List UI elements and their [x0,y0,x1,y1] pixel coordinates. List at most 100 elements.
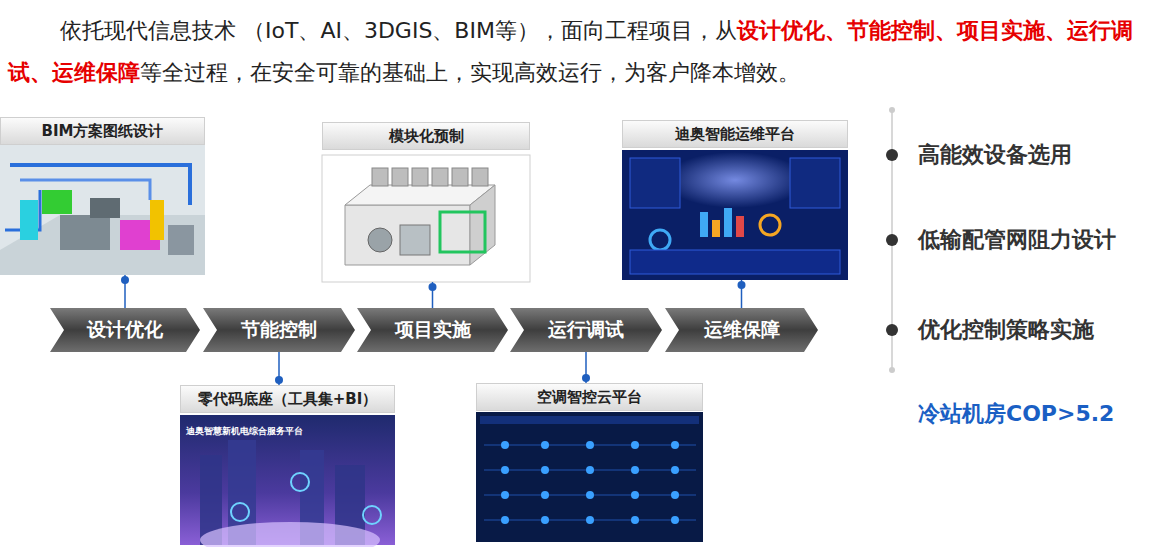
ops-platform-illustration [650,230,670,250]
module-illustration [412,168,428,186]
cloud-control-illustration [476,412,703,542]
bim-illustration [0,145,205,275]
bim-illustration [60,215,110,250]
image-panel: BIM方案图纸设计 [0,117,205,275]
chevron-fill [203,308,355,352]
bullet-rail [889,367,895,373]
step-label: 运维保障 [704,317,780,343]
zero-code-illustration [200,522,380,547]
connector-dot [275,376,283,384]
connector-dot [738,281,746,289]
image-panel: 模块化预制 [322,122,530,282]
ops-platform-illustration [736,216,744,237]
process-chevron: 项目实施 [357,308,508,352]
bullet-rail [886,107,898,373]
equipment-dots [631,466,639,474]
ops-platform-illustration [630,250,840,274]
bullet-rail [889,107,895,113]
equipment-dots [586,491,594,499]
module-illustration [345,185,495,205]
connector-dot [429,283,437,291]
bim-illustration [168,225,194,255]
ops-platform-illustration [700,212,708,237]
connector-group [429,282,437,308]
zero-code-illustration [180,415,395,547]
bim-illustration [42,190,72,214]
chevron-fill [510,308,662,352]
ops-platform-illustration [665,152,805,208]
ops-platform-illustration [622,150,848,280]
equipment-dots [586,466,594,474]
module-illustration [368,228,392,252]
zero-code-illustration [291,473,309,491]
equipment-dots [586,441,594,449]
equipment-dots [631,441,639,449]
step-label: 运行调试 [548,317,624,343]
panel-heading: 迪奥智能运维平台 [622,120,848,148]
image-panel: 零代码底座（工具集+BI） 迪奥智慧新机电综合服务平台 [180,385,395,545]
module-illustration [322,155,530,282]
intro-paragraph: 依托现代信息技术 （IoT、AI、3DGIS、BIM等），面向工程项目，从设计优… [8,10,1141,94]
zero-code-illustration [363,506,381,524]
module-illustration [372,168,388,186]
connector-group [582,352,590,383]
step-label: 项目实施 [395,317,471,343]
equipment-dots [671,516,679,524]
equipment-dots [501,466,509,474]
chevron-fill [665,308,818,352]
equipment-dots [541,466,549,474]
ops-platform-illustration [622,150,848,280]
panel-heading: 零代码底座（工具集+BI） [180,385,395,413]
equipment-dots [501,516,509,524]
process-chevron: 运维保障 [665,308,818,352]
bim-illustration [0,145,205,275]
image-panel: 空调智控云平台 [476,383,703,542]
equipment-dots [501,441,679,524]
process-chevron: 设计优化 [50,308,200,352]
panel-title: 空调智控云平台 [537,388,642,407]
chevron-fill [50,308,200,352]
panel-title: 迪奥智能运维平台 [675,125,795,144]
process-chevron: 运行调试 [510,308,662,352]
equipment-dots [671,441,679,449]
equipment-dots [541,516,549,524]
module-illustration [400,225,430,255]
bullet-rail [886,149,898,161]
module-illustration [452,168,468,186]
screen-title: 迪奥智慧新机电综合服务平台 [186,425,303,438]
intro-text: 等全过程，在安全可靠的基础上，实现高效运行，为客户降本增效。 [140,60,800,85]
panel-heading: 模块化预制 [322,122,530,150]
ops-platform-illustration [630,158,680,208]
connector-dot [121,276,129,284]
connector-group [275,352,283,385]
bim-illustration [150,200,164,240]
bim-illustration [90,198,120,218]
bullet-rail [886,234,898,246]
bullet-rail [886,324,898,336]
bullet-text: 低输配管网阻力设计 [918,225,1116,255]
ops-platform-illustration [790,158,840,208]
ops-platform-illustration [724,208,732,237]
module-illustration [345,205,470,265]
equipment-dots [671,491,679,499]
module-illustration [440,212,485,252]
connector-group [738,280,746,308]
panel-heading: BIM方案图纸设计 [0,117,205,145]
panel-title: 模块化预制 [389,127,464,146]
process-chevron: 节能控制 [203,308,355,352]
bim-illustration [20,200,38,240]
module-illustration [322,155,530,282]
equipment-dots [631,491,639,499]
image-panel: 迪奥智能运维平台 [622,120,848,280]
cloud-control-illustration [480,416,699,424]
panel-title: 零代码底座（工具集+BI） [198,390,378,409]
chevron-fill [357,308,508,352]
equipment-dots [501,441,509,449]
metric-text: 冷站机房COP>5.2 [918,399,1114,429]
equipment-dots [541,441,549,449]
intro-text: 依托现代信息技术 （IoT、AI、3DGIS、BIM等），面向工程项目，从 [60,18,737,43]
connector-group [121,275,129,308]
equipment-dots [541,491,549,499]
